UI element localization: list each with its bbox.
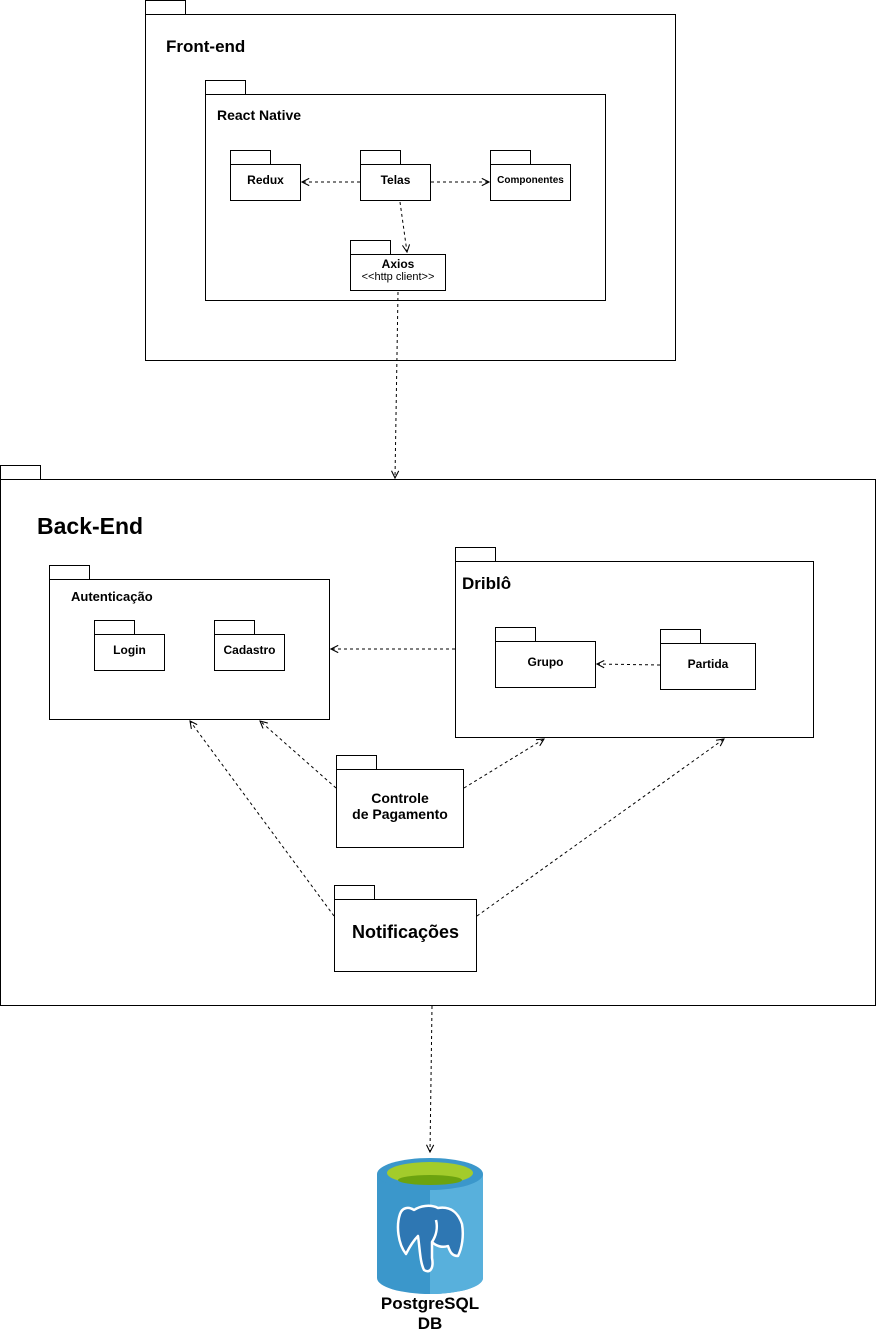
backend-title: Back-End (37, 513, 144, 539)
redux-label: Redux (247, 173, 284, 187)
redux-package: Redux (230, 164, 301, 201)
componentes-package-tab (490, 150, 531, 165)
autenticacao-title: Autenticação (71, 589, 153, 604)
partida-package-tab (660, 629, 701, 644)
grupo-package: Grupo (495, 641, 596, 688)
axios-label: Axios (381, 257, 415, 271)
notificacoes-label: Notificações (351, 922, 460, 942)
pagamento-package-tab (336, 755, 377, 770)
login-label: Login (113, 643, 146, 657)
react-native-title: React Native (217, 107, 302, 123)
telas-package: Telas (360, 164, 431, 201)
elephant-icon (396, 1204, 465, 1273)
telas-package-tab (360, 150, 401, 165)
grupo-package-tab (495, 627, 536, 642)
redux-package-tab (230, 150, 271, 165)
login-package: Login (94, 634, 165, 671)
telas-label: Telas (380, 173, 411, 187)
autenticacao-package-tab (49, 565, 90, 580)
database-label-line2: DB (417, 1314, 443, 1333)
database-label-line1: PostgreSQL (380, 1294, 480, 1313)
axios-package-tab (350, 240, 391, 255)
partida-package: Partida (660, 643, 756, 690)
cadastro-package-tab (214, 620, 255, 635)
componentes-package: Componentes (490, 164, 571, 201)
frontend-package-tab (145, 0, 186, 15)
login-package-tab (94, 620, 135, 635)
notificacoes-package: Notificações (334, 899, 477, 972)
axios-stereotype: <<http client>> (361, 271, 435, 283)
cadastro-package: Cadastro (214, 634, 285, 671)
driblo-package-tab (455, 547, 496, 562)
frontend-title: Front-end (166, 37, 246, 56)
arrow-backend-database (430, 1005, 432, 1152)
pagamento-package: Controle de Pagamento (336, 769, 464, 848)
axios-package: Axios <<http client>> (350, 254, 446, 291)
react-native-package-tab (205, 80, 246, 95)
driblo-title: Driblô (462, 574, 512, 593)
cadastro-label: Cadastro (223, 643, 276, 657)
grupo-label: Grupo (527, 654, 564, 669)
componentes-label: Componentes (497, 175, 564, 186)
postgresql-database-icon (377, 1158, 483, 1294)
notificacoes-package-tab (334, 885, 375, 900)
pagamento-label-line2: de Pagamento (352, 806, 448, 822)
pagamento-label-line1: Controle (371, 790, 429, 806)
backend-package-tab (0, 465, 41, 480)
partida-label: Partida (687, 656, 729, 671)
